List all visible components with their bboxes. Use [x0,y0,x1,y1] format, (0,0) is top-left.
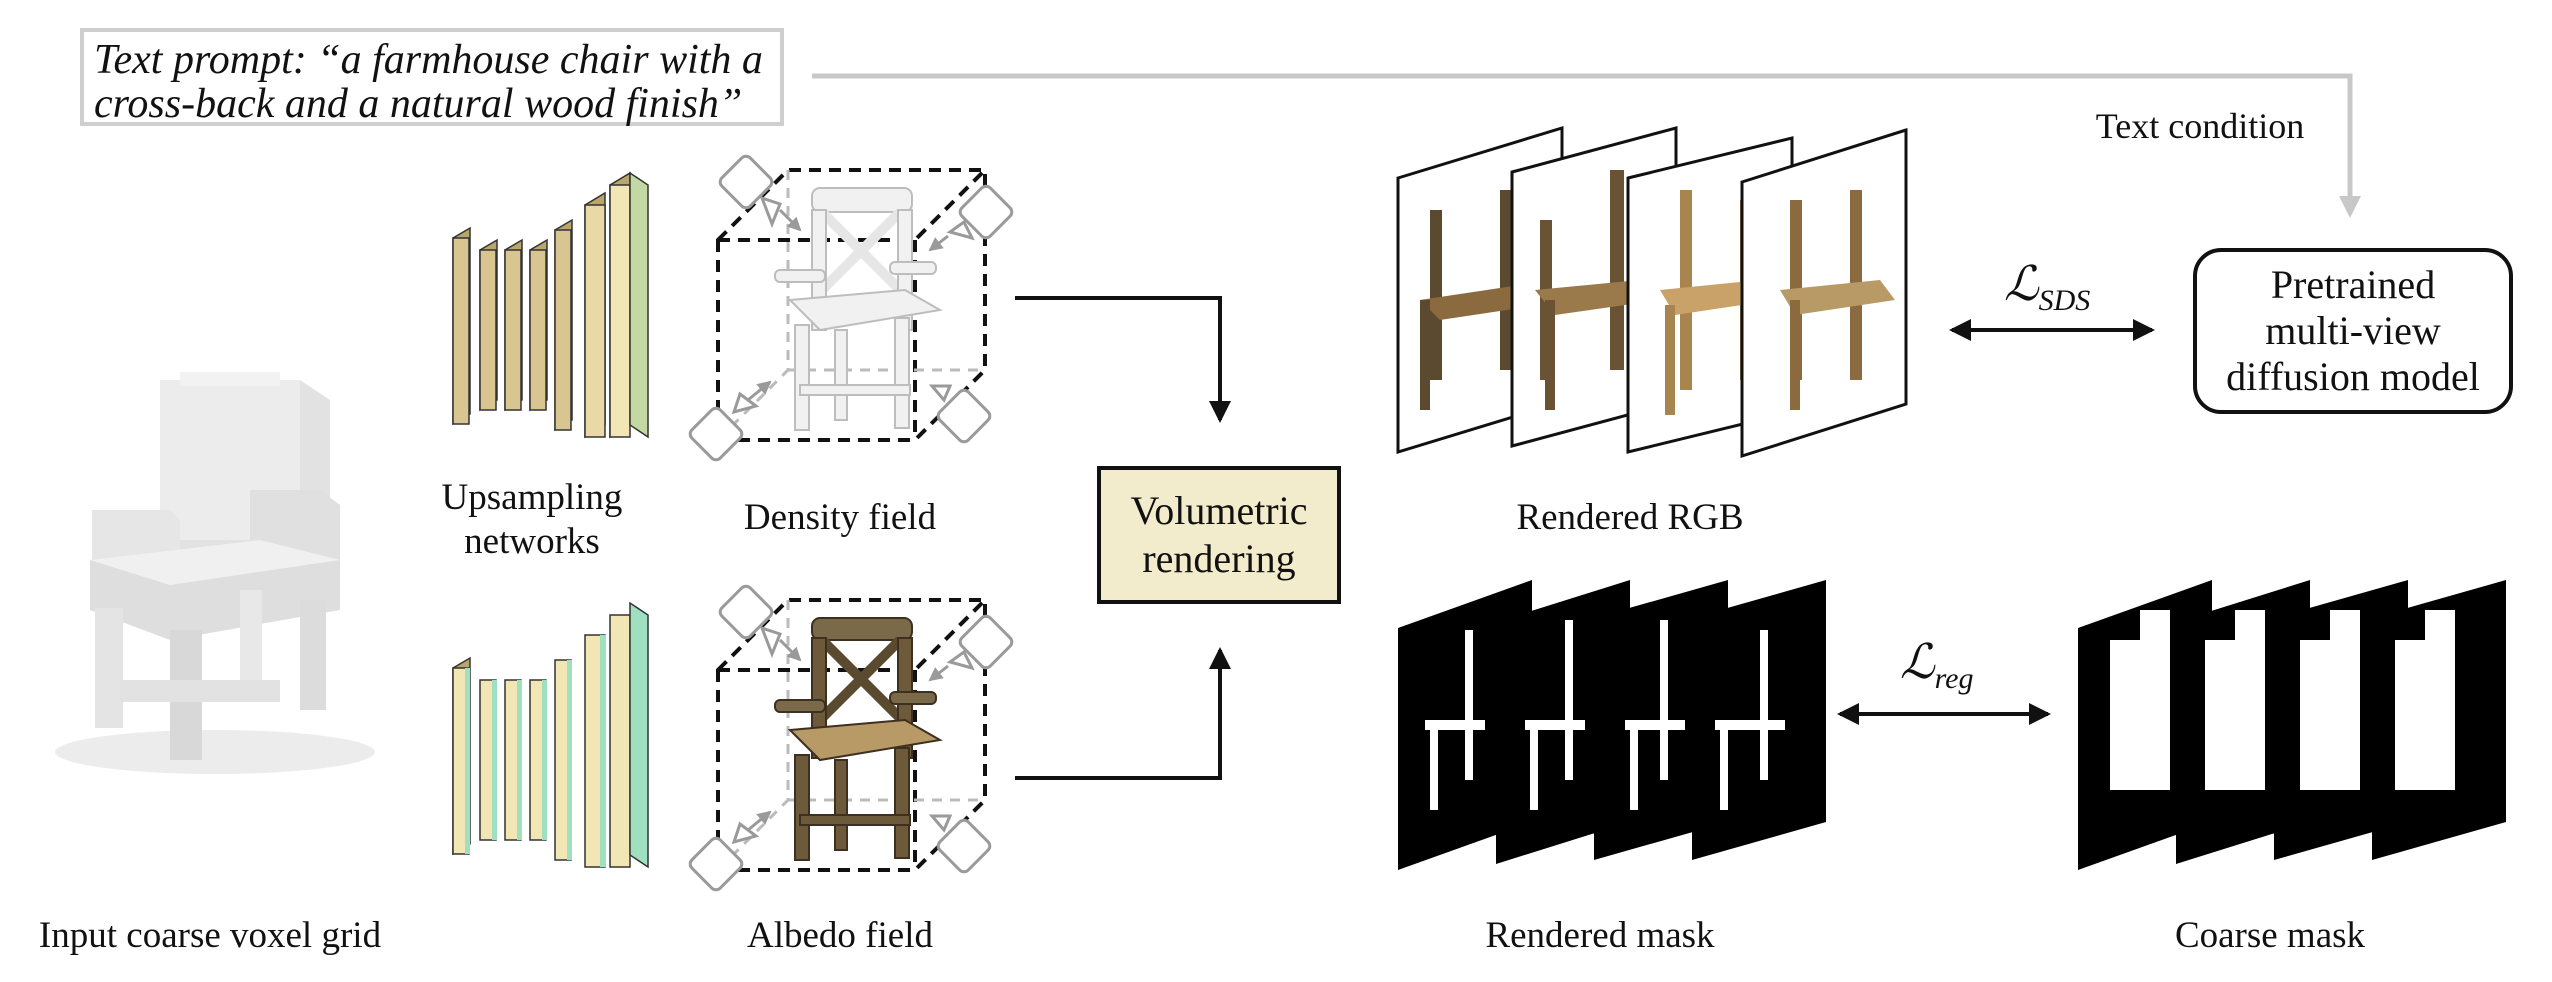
rendered-rgb-stack [1396,125,1908,459]
white-chair-icon [774,187,943,431]
albedo-to-rendering-arrow [1015,647,1231,780]
rendered-rgb-label: Rendered RGB [1516,497,1744,538]
camera-icons-density [688,154,1014,462]
volumetric-rendering-box: Volumetric rendering [1097,466,1341,604]
coarse-mask-stack [2078,580,2506,870]
density-field-label: Density field [743,497,937,538]
diffusion-line-1: Pretrained [2270,262,2436,307]
prompt-line-2: cross-back and a natural wood finish” [94,81,743,127]
diffusion-line-2: multi-view [2265,308,2441,353]
volumetric-line-2: rendering [1142,536,1296,581]
upsampling-network-bottom [452,601,649,869]
diffusion-model-box: Pretrained multi-view diffusion model [2193,248,2513,414]
prompt-line-1: Text prompt: “a farmhouse chair with a [94,37,763,83]
sds-loss-subscript: SDS [2038,284,2091,317]
rendered-mask-label: Rendered mask [1485,915,1715,956]
volumetric-line-1: Volumetric [1130,488,1308,533]
coarse-mask-label: Coarse mask [2174,915,2366,956]
input-voxel-label: Input coarse voxel grid [38,915,382,956]
camera-icons-albedo [688,584,1014,892]
text-condition-label: Text condition [2095,106,2305,146]
reg-loss-symbol: ℒ [1900,636,1935,689]
wood-chair-icon [774,617,943,861]
upsampling-label-line-1: Upsampling [441,477,623,518]
text-prompt-box: Text prompt: “a farmhouse chair with a c… [80,28,784,126]
rendered-mask-stack [1398,580,1826,870]
upsampling-network-top [452,171,649,439]
sds-loss-label: ℒSDS [2004,256,2090,318]
density-to-rendering-arrow [1015,296,1231,423]
reg-loss-label: ℒreg [1900,634,1973,696]
density-field-cube [716,168,987,442]
sds-loss-symbol: ℒ [2004,258,2039,311]
voxel-chair-icon [55,372,375,774]
albedo-field-cube [716,598,987,872]
reg-loss-subscript: reg [1934,662,1974,695]
albedo-field-label: Albedo field [747,915,933,956]
upsampling-label-line-2: networks [464,521,600,562]
diffusion-line-3: diffusion model [2226,354,2480,399]
text-condition-arrow [812,73,2361,218]
